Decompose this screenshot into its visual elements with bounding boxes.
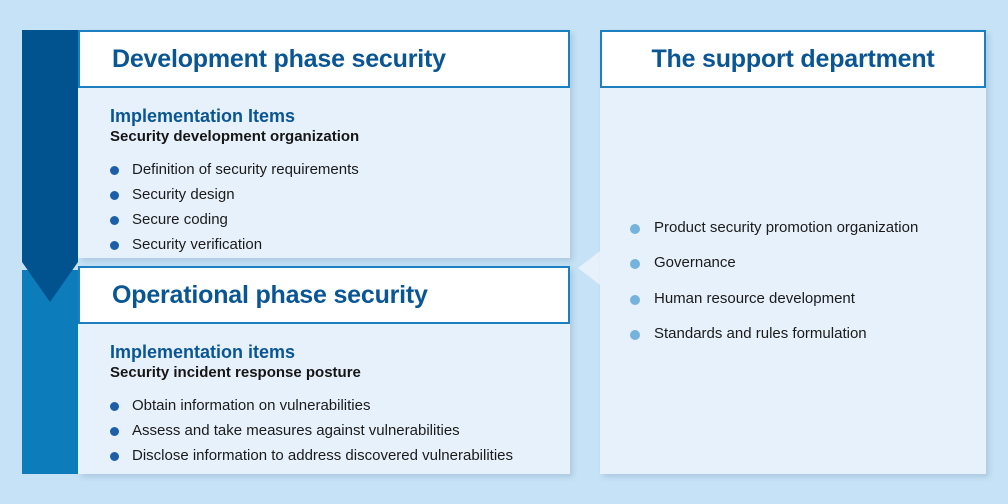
- card-body-support-department: Product security promotion organization …: [600, 88, 986, 474]
- list-item: Obtain information on vulnerabilities: [110, 395, 550, 417]
- list-item-label: Product security promotion organization: [654, 219, 919, 237]
- list-item: Standards and rules formulation: [630, 323, 964, 345]
- section-title-operational: Implementation items: [110, 342, 296, 362]
- process-flow-arrow: [22, 30, 78, 474]
- list-item-label: Secure coding: [132, 211, 228, 229]
- list-item: Disclose information to address discover…: [110, 445, 550, 467]
- list-item: Product security promotion organization: [630, 217, 964, 239]
- list-item-label: Security verification: [132, 236, 263, 254]
- list-item-label: Human resource development: [654, 289, 855, 307]
- bullet-dot-icon: [110, 427, 119, 437]
- section-subtitle-operational: Security incident response posture: [110, 364, 361, 381]
- list-item: Governance: [630, 252, 964, 274]
- process-arrow-lower-bar: [22, 270, 78, 474]
- section-title-development: Implementation Items: [110, 106, 296, 126]
- list-item: Security design: [110, 184, 550, 206]
- list-item: Human resource development: [630, 288, 964, 310]
- bullet-dot-icon: [110, 452, 119, 462]
- list-item-label: Definition of security requirements: [132, 161, 359, 178]
- card-development-phase-security: Development phase security Implementatio…: [78, 30, 570, 258]
- bullet-dot-icon: [630, 329, 640, 340]
- left-column: Development phase security Implementatio…: [22, 30, 570, 474]
- list-item-label: Governance: [654, 254, 736, 272]
- card-header-development: Development phase security: [78, 30, 570, 88]
- section-subtitle-development: Security development organization: [110, 128, 360, 145]
- card-body-development: Implementation Items Security developmen…: [78, 88, 570, 258]
- card-header-support-department: The support department: [600, 30, 986, 88]
- list-item: Assess and take measures against vulnera…: [110, 420, 550, 442]
- list-item: Definition of security requirements: [110, 159, 550, 181]
- bullet-dot-icon: [630, 224, 640, 235]
- card-title-support-department: The support department: [651, 44, 935, 73]
- card-operational-phase-security: Operational phase security Implementatio…: [78, 266, 570, 474]
- bullet-dot-icon: [110, 166, 119, 175]
- bullet-dot-icon: [110, 402, 119, 411]
- bullet-dot-icon: [630, 294, 640, 305]
- card-support-department: The support department Product security …: [600, 30, 986, 474]
- process-arrow-upper-down-arrow-icon: [22, 30, 78, 302]
- card-body-operational: Implementation items Security incident r…: [78, 324, 570, 474]
- card-title-development: Development phase security: [112, 44, 446, 73]
- list-item-label: Security design: [132, 186, 235, 204]
- bullet-dot-icon: [110, 241, 119, 251]
- list-development-items: Definition of security requirements Secu…: [110, 159, 550, 256]
- list-item: Security verification: [110, 234, 550, 256]
- list-item-label: Obtain information on vulnerabilities: [132, 397, 371, 414]
- list-item-label: Assess and take measures against vulnera…: [132, 422, 460, 440]
- list-item: Secure coding: [110, 209, 550, 231]
- bullet-dot-icon: [110, 216, 119, 226]
- list-operational-items: Obtain information on vulnerabilities As…: [110, 395, 550, 467]
- card-header-operational: Operational phase security: [78, 266, 570, 324]
- card-title-operational: Operational phase security: [112, 280, 428, 309]
- list-item-label: Standards and rules formulation: [654, 324, 867, 342]
- bullet-dot-icon: [110, 191, 119, 201]
- bullet-dot-icon: [630, 259, 640, 270]
- list-item-label: Disclose information to address discover…: [132, 447, 514, 465]
- list-support-department-items: Product security promotion organization …: [630, 217, 964, 344]
